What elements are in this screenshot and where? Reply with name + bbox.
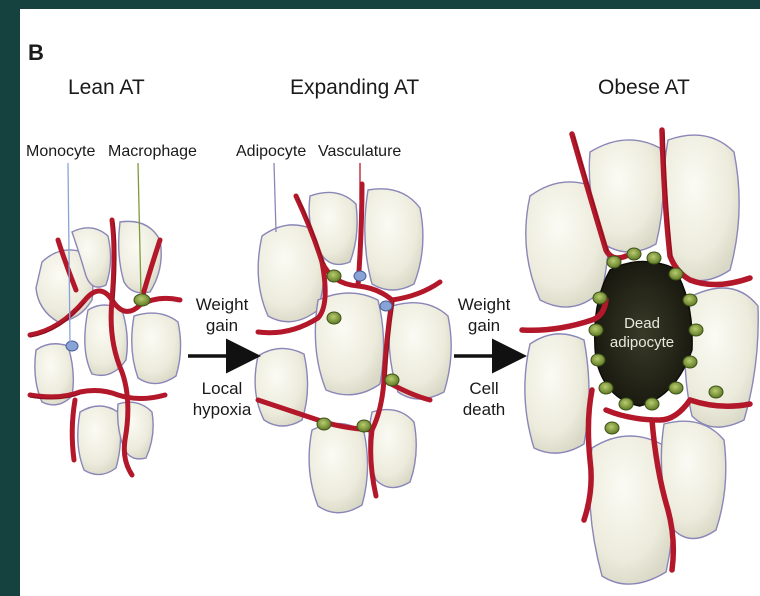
macrophage-cell xyxy=(627,248,641,260)
arrow2-bottom-line1: Cell xyxy=(448,378,520,399)
stage-title-expanding: Expanding AT xyxy=(290,76,419,100)
arrow2-bottom-line2: death xyxy=(448,399,520,420)
arrow1-bottom-line2: hypoxia xyxy=(186,399,258,420)
arrow2-bottom-label: Cell death xyxy=(448,378,520,420)
blood-vessel xyxy=(72,400,75,460)
arrow1-bottom-label: Local hypoxia xyxy=(186,378,258,420)
lean-adipocytes xyxy=(35,221,181,474)
arrow1-top-line2: gain xyxy=(186,315,258,336)
macrophage-cell xyxy=(327,312,341,324)
macrophage-cell xyxy=(591,354,605,366)
macrophage-cell xyxy=(709,386,723,398)
macrophage-cell xyxy=(327,270,341,282)
arrow2-top-line2: gain xyxy=(448,315,520,336)
macrophage-cell xyxy=(357,420,371,432)
dead-adipocyte-line1: Dead xyxy=(602,314,682,333)
macrophage-cell xyxy=(683,294,697,306)
macrophage-cell xyxy=(134,294,150,306)
expanding-tissue xyxy=(255,163,451,513)
macrophage-cell xyxy=(669,382,683,394)
macrophage-cell xyxy=(593,292,607,304)
macrophage-cell xyxy=(385,374,399,386)
adipocyte-cell xyxy=(78,406,121,475)
lean-tissue xyxy=(30,163,181,475)
expanding-adipocytes xyxy=(255,189,451,513)
monocyte-cell xyxy=(380,301,392,311)
adipocyte-cell xyxy=(365,189,423,290)
monocyte-label: Monocyte xyxy=(26,143,95,161)
adipocyte-cell xyxy=(309,423,367,512)
stage-title-lean: Lean AT xyxy=(68,76,145,100)
vasculature-label: Vasculature xyxy=(318,143,401,161)
adipocyte-pointer xyxy=(274,163,276,232)
macrophage-cell xyxy=(589,324,603,336)
macrophage-cell xyxy=(689,324,703,336)
adipocyte-cell xyxy=(132,313,181,383)
monocyte-cell xyxy=(354,271,366,281)
panel-label: B xyxy=(28,40,44,66)
adipocyte-label: Adipocyte xyxy=(236,143,306,161)
macrophage-cell xyxy=(317,418,331,430)
dead-adipocyte-label: Dead adipocyte xyxy=(602,314,682,352)
arrow2-top-line1: Weight xyxy=(448,294,520,315)
arrow1-top-label: Weight gain xyxy=(186,294,258,336)
monocyte-cell xyxy=(66,341,78,351)
macrophage-cell xyxy=(645,398,659,410)
macrophage-cell xyxy=(669,268,683,280)
macrophage-cell xyxy=(607,256,621,268)
adipocyte-cell xyxy=(664,135,740,280)
adipocyte-cell xyxy=(525,334,589,453)
adipocyte-cell xyxy=(389,303,451,399)
obese-tissue xyxy=(522,130,758,584)
macrophage-cell xyxy=(605,422,619,434)
macrophage-cell xyxy=(683,356,697,368)
stage-title-obese: Obese AT xyxy=(598,76,690,100)
dead-adipocyte-line2: adipocyte xyxy=(602,333,682,352)
macrophage-cell xyxy=(647,252,661,264)
arrow1-bottom-line1: Local xyxy=(186,378,258,399)
macrophage-cell xyxy=(599,382,613,394)
macrophage-cell xyxy=(619,398,633,410)
arrow2-top-label: Weight gain xyxy=(448,294,520,336)
macrophage-label: Macrophage xyxy=(108,143,197,161)
arrow1-top-line1: Weight xyxy=(186,294,258,315)
